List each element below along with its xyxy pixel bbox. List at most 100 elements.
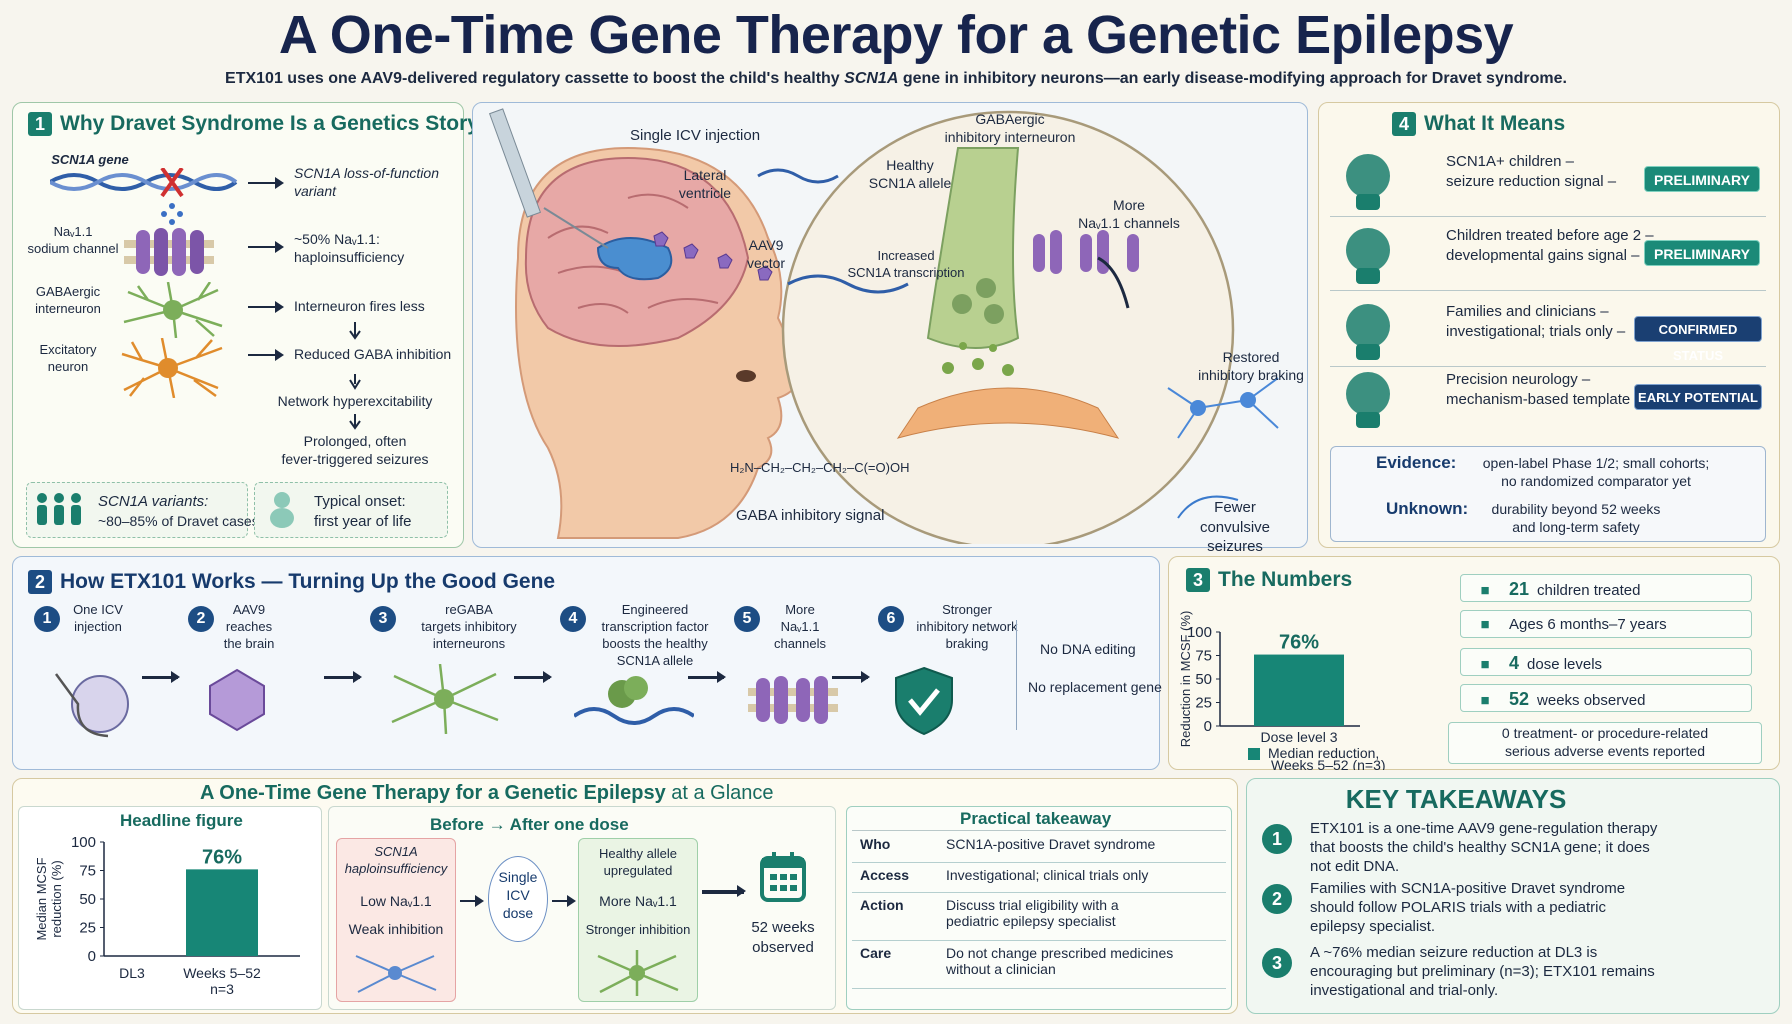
meaning-text-0: SCN1A+ children – seizure reduction sign… (1446, 153, 1617, 190)
safety-box (1448, 722, 1762, 764)
unknown-key: Unknown: (1386, 499, 1469, 518)
family-clinician-icon (1336, 298, 1400, 367)
bar-data-label: 76% (1279, 632, 1319, 654)
takeaway-value: Investigational; clinical trials only (938, 862, 1226, 893)
baby-icon (270, 492, 294, 528)
panel-key-takeaways (1246, 778, 1780, 1014)
excitatory-label: Excitatory neuron (39, 342, 97, 374)
y-tick-label: 0 (1204, 718, 1212, 735)
legend-swatch (1248, 748, 1260, 760)
before-item-1: Low Naᵥ1.1 (360, 893, 432, 909)
arrow-step4 (248, 349, 284, 361)
flow-arrow-5 (832, 671, 870, 683)
flow-arrow-2 (324, 671, 362, 683)
flow-arrow-3 (514, 671, 552, 683)
after-item-2: Stronger inhibition (585, 922, 691, 937)
label-vector: AAV9 vector (746, 237, 786, 272)
label-interneuron: GABAergic inhibitory interneuron (944, 111, 1076, 146)
step-icon-3 (384, 663, 504, 739)
before-item-2: Weak inhibition (348, 921, 444, 937)
people-icon (37, 493, 81, 525)
takeaway-table-title: Practical takeaway (960, 809, 1112, 828)
safety-text: 0 treatment- or procedure-related seriou… (1501, 725, 1709, 760)
evidence-box (1330, 446, 1766, 542)
takeaway-key: Who (852, 832, 938, 863)
excitatory-neuron-icon (121, 338, 223, 398)
label-ventricle: Lateral ventricle (678, 167, 732, 202)
arrow-step2 (248, 241, 284, 253)
key-takeaways-title: KEY TAKEAWAYS (1345, 784, 1567, 814)
takeaway-key: Care (852, 940, 938, 989)
notes-divider (1016, 620, 1017, 730)
y-tick-label: 75 (1195, 648, 1212, 665)
status-badge-0: PRELIMINARY (1644, 166, 1760, 192)
child-head-icon (1336, 148, 1400, 217)
panel2-title: How ETX101 Works — Turning Up the Good G… (60, 570, 556, 594)
step-label-2: AAV9 reaches the brain (223, 602, 275, 651)
step-icon-4 (572, 664, 696, 739)
panel-how-it-works (12, 556, 1160, 770)
child-head-illustration (488, 108, 1279, 544)
after-item-1: More Naᵥ1.1 (599, 893, 677, 909)
arrow-before-dose (460, 895, 484, 907)
y-tick-label: 25 (1195, 695, 1212, 712)
arrow-dose-after (552, 895, 576, 907)
takeaway-text-3: A ~76% median seizure reduction at DL3 i… (1310, 944, 1655, 999)
takeaway-value: Discuss trial eligibility with a pediatr… (938, 892, 1226, 941)
meaning-text-3: Precision neurology – mechanism-based te… (1446, 371, 1643, 408)
step-seizures: Prolonged, often fever-triggered seizure… (281, 433, 429, 468)
label-gaba-signal: GABA inhibitory signal (736, 507, 885, 524)
step-number-3: 3 (370, 606, 396, 632)
x-category-label: Dose level 3 (1260, 729, 1337, 745)
step-label-5: More Naᵥ1.1 channels (773, 602, 827, 651)
step-icon-2 (202, 664, 272, 739)
strong-neuron-icon (597, 950, 679, 996)
takeaway-number-3: 3 (1262, 948, 1292, 978)
fact-variants-b: ~80–85% of Dravet cases (98, 513, 259, 529)
x-axis-label: DL3 (119, 965, 145, 981)
fact-onset-a: Typical onset: (314, 493, 406, 510)
step-fires-less: Interneuron fires less (294, 298, 425, 314)
y-tick-label: 50 (1195, 671, 1212, 688)
stat-text: dose levels (1527, 656, 1603, 673)
status-badge-1: PRELIMINARY (1644, 240, 1760, 266)
interneuron-green-icon (123, 282, 223, 338)
stat-text: weeks observed (1537, 692, 1646, 709)
flow-arrow-4 (688, 671, 726, 683)
meaning-divider (1330, 290, 1766, 291)
after-item-0: Healthy allele upregulated (598, 846, 678, 878)
sodium-channel-icon (124, 228, 214, 276)
fact-onset-b: first year of life (314, 513, 412, 530)
y-tick-label: 75 (79, 863, 96, 880)
evidence-value: open-label Phase 1/2; small cohorts; no … (1482, 455, 1710, 490)
meaning-text-2: Families and clinicians – investigationa… (1446, 303, 1626, 340)
stat-number: 52 (1509, 689, 1530, 709)
meaning-text-1: Children treated before age 2 – developm… (1446, 227, 1654, 264)
status-badge-3: EARLY POTENTIAL (1634, 384, 1762, 410)
stat-number: 4 (1509, 653, 1520, 673)
before-after-title: Before → After one dose (430, 815, 629, 834)
step-hyperexcit: Network hyperexcitability (277, 393, 433, 409)
panel1-title: Why Dravet Syndrome Is a Genetics Story (60, 112, 479, 136)
vertical-arrows (349, 322, 361, 430)
step-number-2: 2 (188, 606, 214, 632)
panel3-title: The Numbers (1218, 568, 1353, 592)
status-badge-2: CONFIRMED STATUS (1634, 316, 1762, 363)
panel4-number: 4 (1392, 112, 1416, 137)
label-allele: Healthy SCN1A allele (868, 157, 952, 192)
meaning-divider (1330, 216, 1766, 217)
step-label-1: One ICV injection (73, 602, 123, 634)
label-fewer-seizures: Fewer convulsive seizures (1199, 499, 1271, 555)
stat-text: Ages 6 months–7 years (1509, 616, 1667, 633)
toddler-icon (1336, 222, 1400, 291)
fact-variants-a: SCN1A variants: (98, 493, 209, 510)
calendar-icon (760, 852, 806, 902)
